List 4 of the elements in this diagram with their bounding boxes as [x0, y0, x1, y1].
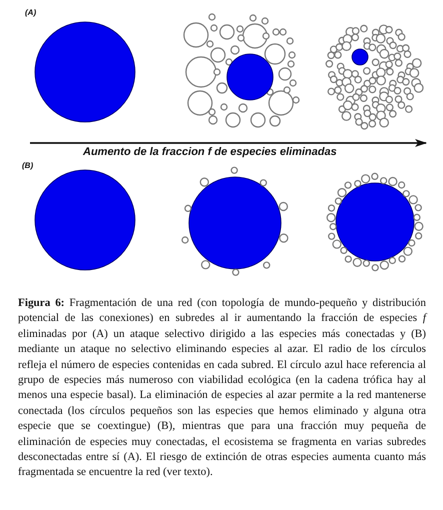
- figure-caption: Figura 6: Fragmentación de una red (con topología de mundo-pequeño y distribución potencial de las conexiones) en subredes al ir aumentando la fracción de especies f eliminadas por (A) un ataque selectivo dirigido a las especies más conectadas y (B) mediante un ataque no selectivo eliminando especies al azar. El radio de los círculos refleja el número de especies contenidas en cada subred. El círculo azul hace referencia al grupo de especies más numeroso con viabilidad ecológica (en la cadena trófica hay al menos una especie basal). La eliminación de especies al azar permite a la red mantenerse conectada (los círculos pequeños son las especies que hemos eliminado y alguna otra especie que se coextingue) (B), mientras que para una fracción muy pequeña de eliminación de especies muy conectadas, el ecosistema se fragmenta en varias subredes desconectadas entre sí (A). El riesgo de extinción de otras especies aumenta cuanto más fragmentada se encuentre la red (ver texto).: [18, 296, 426, 480]
- panel-label: (A): [25, 8, 36, 17]
- panel-label: (B): [22, 161, 34, 170]
- axis-label: Aumento de la fraccion f de especies eliminadas: [83, 146, 337, 158]
